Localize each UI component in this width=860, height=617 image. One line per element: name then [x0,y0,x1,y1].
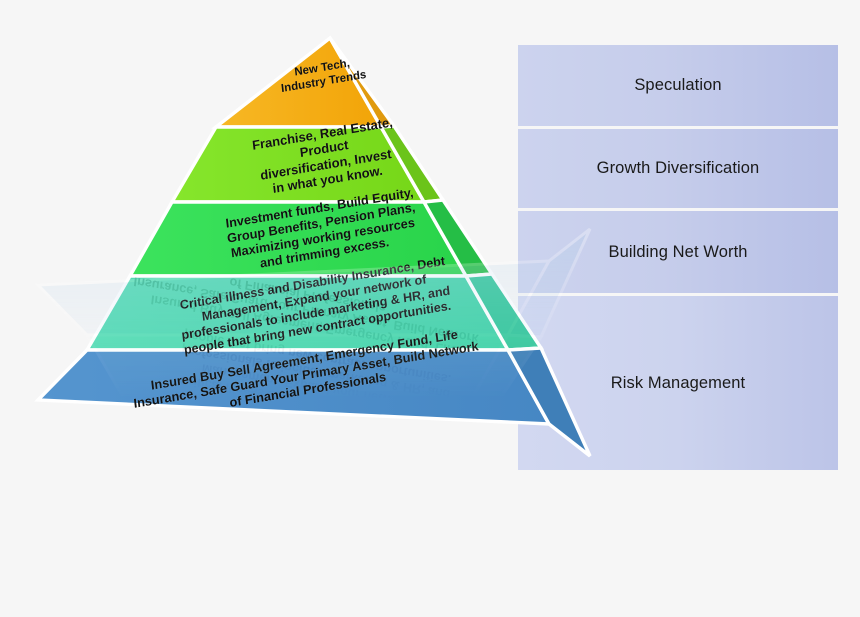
pyramid-graphic: New Tech, Industry Trends Franchise, Rea… [34,35,592,458]
category-panel-growth-diversification[interactable]: Growth Diversification [518,129,838,208]
tier-front-face[interactable] [127,200,469,278]
tier-side-face [505,346,592,458]
category-panel-speculation[interactable]: Speculation [518,45,838,126]
pyramid-tier-speculation [211,35,398,129]
category-panel-label: Speculation [634,76,722,94]
pyramid-tier-building-net-worth [127,198,496,278]
pyramid-tier-risk-management-base [34,346,592,458]
category-panel-label: Risk Management [610,373,746,392]
category-panel-building-net-worth[interactable]: Building Net Worth [518,211,838,293]
tier-front-face[interactable] [34,348,552,426]
pyramid-shapes [34,35,592,458]
pyramid-tier-risk-management-upper [84,272,545,352]
category-panel-label: Growth Diversification [596,159,760,177]
category-panel-label: Building Net Worth [608,242,748,261]
pyramid-tier-growth-diversification [169,124,446,204]
tier-front-face[interactable] [84,274,511,352]
